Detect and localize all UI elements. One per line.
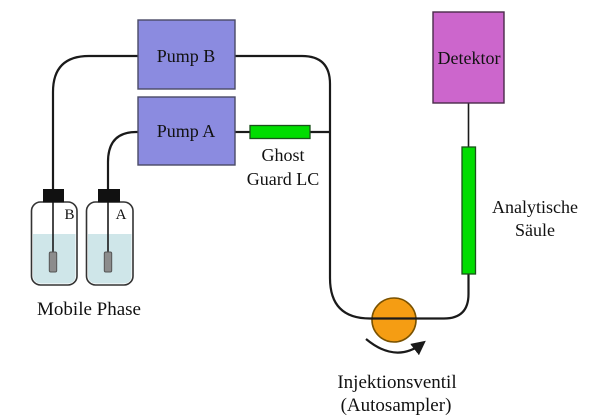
bottle-b: B: [30, 189, 78, 286]
mobile-phase-label: Mobile Phase: [37, 299, 141, 320]
tube-bottleA-to-pumpA: [106, 130, 138, 252]
bottle-b-filter-rod: [48, 251, 58, 273]
column-label-line2: Säule: [515, 220, 555, 240]
tube-bottleB-to-pumpB: [51, 54, 138, 252]
detector-box: [432, 11, 505, 104]
guard-label-line2: Guard LC: [247, 169, 319, 189]
pump-a-label: Pump A: [157, 121, 216, 141]
guard-label-line1: Ghost: [261, 145, 304, 165]
bottle-a-cap: [98, 189, 120, 203]
detector-label: Detektor: [438, 48, 501, 68]
valve-label-line1: Injektionsventil: [337, 372, 456, 393]
tube-main-pumpB-valve-column: [235, 54, 470, 320]
analytical-column: [461, 146, 477, 275]
bottle-a-label: A: [116, 207, 127, 223]
pump-b-box: [137, 19, 236, 90]
bottle-b-cap: [43, 189, 64, 203]
bottle-b-label: B: [64, 207, 74, 223]
pump-a-box: [137, 96, 236, 166]
bottle-a-filter-rod: [103, 251, 113, 273]
column-label-line1: Analytische: [492, 197, 578, 217]
pump-b-label: Pump B: [157, 46, 216, 66]
valve-rotation-arrow-icon: [365, 338, 426, 356]
valve-label-line2: (Autosampler): [341, 395, 452, 416]
bottle-a: A: [85, 189, 134, 286]
guard-cartridge: [249, 124, 311, 140]
injection-valve-circle: [371, 297, 417, 343]
